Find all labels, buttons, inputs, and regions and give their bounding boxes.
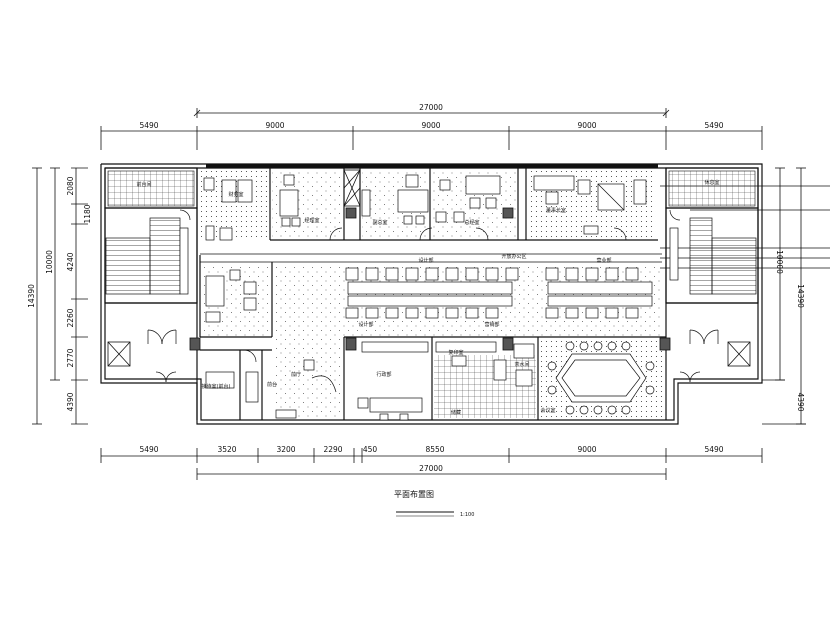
- room-label-office4: 董事长室: [546, 207, 566, 214]
- dim-bottom-seg-3: 3200: [276, 445, 295, 454]
- room-label-reception: 接待室(前台): [202, 383, 231, 390]
- room-label-copy: 复印室: [448, 349, 463, 356]
- room-label-storage: 储藏: [451, 409, 461, 416]
- room-label-tea: 茶水间: [514, 361, 529, 368]
- dim-bottom-seg-8: 5490: [704, 445, 723, 454]
- room-label-office1: 经理室: [304, 217, 319, 224]
- dim-left-seg-4: 2260: [66, 308, 75, 327]
- doors: [147, 209, 719, 383]
- room-label-office2: 副总室: [372, 219, 387, 226]
- dim-right-sub: 10000: [775, 250, 784, 274]
- room-label-office3: 总经室: [464, 219, 479, 226]
- dim-bottom-seg-2: 3520: [217, 445, 236, 454]
- scale-label: 1:100: [460, 512, 474, 518]
- room-label-lobby: 前厅: [291, 371, 301, 378]
- dim-top-seg-1: 5490: [139, 121, 158, 130]
- room-label-admin: 行政部: [376, 371, 391, 378]
- dim-bottom-seg-7: 9000: [577, 445, 596, 454]
- room-label-finance: 财务室: [228, 191, 243, 198]
- drawing-title: 平面布置图: [394, 489, 434, 499]
- dim-bottom-total: 27000: [419, 464, 443, 473]
- dim-right-total: 14390: [796, 284, 805, 308]
- room-label-open-office-3: 营业部: [596, 257, 611, 264]
- room-label-open-office-2: 设计部: [418, 257, 433, 264]
- dim-left-seg-6: 4390: [66, 392, 75, 411]
- dim-left-seg-5: 2770: [66, 348, 75, 367]
- furniture: [179, 174, 679, 421]
- dim-top-seg-3: 9000: [421, 121, 440, 130]
- dim-bottom-seg-5: 450: [363, 445, 378, 454]
- room-label-tl: 前台间: [136, 181, 151, 188]
- room-label-meeting: 会议室: [540, 407, 555, 414]
- dim-top-seg-4: 9000: [577, 121, 596, 130]
- dim-top-seg-5: 5490: [704, 121, 723, 130]
- dim-right-bottom: 4390: [796, 392, 805, 411]
- room-label-workstation-a: 设计部: [358, 321, 373, 328]
- room-label-tr: 休息室: [704, 179, 719, 186]
- room-label-front-desk: 前台: [267, 381, 277, 388]
- shafts: [107, 169, 751, 367]
- dim-top-seg-2: 9000: [265, 121, 284, 130]
- dim-left-seg-1: 2080: [66, 176, 75, 195]
- dim-left-seg-3: 4240: [66, 252, 75, 271]
- room-label-workstation-b: 营销部: [484, 321, 499, 328]
- dim-top-total: 27000: [419, 103, 443, 112]
- walls: [100, 163, 763, 425]
- dim-bottom-seg-1: 5490: [139, 445, 158, 454]
- dim-left-total: 14390: [27, 284, 36, 308]
- dim-bottom-seg-4: 2290: [323, 445, 342, 454]
- room-label-open-office-1: 开放办公区: [501, 253, 526, 260]
- dim-left-sub: 10000: [45, 250, 54, 274]
- dim-left-seg-2: 1180: [83, 204, 92, 223]
- dim-bottom-seg-6: 8550: [425, 445, 444, 454]
